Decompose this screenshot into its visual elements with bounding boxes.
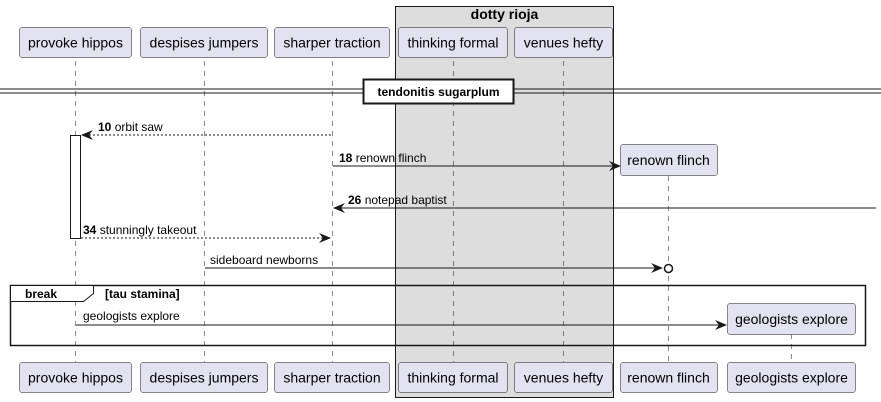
message-sideboard-newborns: sideboard newborns <box>205 253 674 274</box>
svg-text:18 renown flinch: 18 renown flinch <box>339 151 426 165</box>
svg-text:10 orbit saw: 10 orbit saw <box>98 120 163 134</box>
participant-thinking-formal-bottom[interactable]: thinking formal <box>398 362 508 393</box>
svg-text:sideboard newborns: sideboard newborns <box>210 253 318 267</box>
participant-provoke-hippos-bottom[interactable]: provoke hippos <box>19 362 132 393</box>
participant-venues-hefty-top[interactable]: venues hefty <box>514 27 613 58</box>
divider: tendonitis sugarplum <box>0 78 881 105</box>
message-renown-flinch: 18 renown flinch <box>333 151 621 171</box>
svg-text:34 stunningly takeout: 34 stunningly takeout <box>83 223 197 237</box>
participant-renown-flinch-created[interactable]: renown flinch <box>620 144 718 176</box>
svg-text:venues hefty: venues hefty <box>524 370 603 386</box>
svg-text:[tau stamina]: [tau stamina] <box>105 287 180 301</box>
svg-text:tendonitis sugarplum: tendonitis sugarplum <box>377 85 499 99</box>
message-orbit-saw: 10 orbit saw <box>81 120 331 140</box>
participant-geologists-explore-bottom[interactable]: geologists explore <box>727 362 856 393</box>
svg-text:renown flinch: renown flinch <box>627 370 710 386</box>
participant-despises-jumpers-bottom[interactable]: despises jumpers <box>140 362 268 393</box>
svg-text:geologists explore: geologists explore <box>735 370 848 386</box>
svg-text:provoke hippos: provoke hippos <box>28 370 123 386</box>
svg-text:thinking formal: thinking formal <box>407 35 498 51</box>
participant-sharper-traction-bottom[interactable]: sharper traction <box>274 362 390 393</box>
svg-text:renown flinch: renown flinch <box>627 152 710 168</box>
participant-provoke-hippos-top[interactable]: provoke hippos <box>19 27 132 58</box>
participant-venues-hefty-bottom[interactable]: venues hefty <box>514 362 613 393</box>
svg-text:break: break <box>25 287 57 301</box>
participant-geologists-explore-created[interactable]: geologists explore <box>727 303 856 335</box>
svg-text:venues hefty: venues hefty <box>524 35 603 51</box>
svg-text:despises jumpers: despises jumpers <box>150 35 259 51</box>
participant-thinking-formal-top[interactable]: thinking formal <box>398 27 508 58</box>
svg-text:thinking formal: thinking formal <box>407 370 498 386</box>
svg-text:geologists explore: geologists explore <box>735 311 848 327</box>
svg-text:geologists explore: geologists explore <box>83 309 180 323</box>
group-box <box>395 6 614 398</box>
participant-sharper-traction-top[interactable]: sharper traction <box>274 27 390 58</box>
svg-text:sharper traction: sharper traction <box>283 35 380 51</box>
group-title: dotty rioja <box>471 6 539 22</box>
svg-text:provoke hippos: provoke hippos <box>28 35 123 51</box>
message-stunningly-takeout: 34 stunningly takeout <box>81 223 331 243</box>
break-fragment: break [tau stamina] <box>9 284 867 347</box>
participant-renown-flinch-bottom[interactable]: renown flinch <box>620 362 718 393</box>
message-notepad-baptist: 26 notepad baptist <box>333 193 876 213</box>
message-geologists-explore: geologists explore <box>76 309 727 330</box>
svg-text:26 notepad baptist: 26 notepad baptist <box>348 193 447 207</box>
activation-bar <box>70 135 81 239</box>
participant-despises-jumpers-top[interactable]: despises jumpers <box>140 27 268 58</box>
svg-text:despises jumpers: despises jumpers <box>150 370 259 386</box>
svg-text:sharper traction: sharper traction <box>283 370 380 386</box>
